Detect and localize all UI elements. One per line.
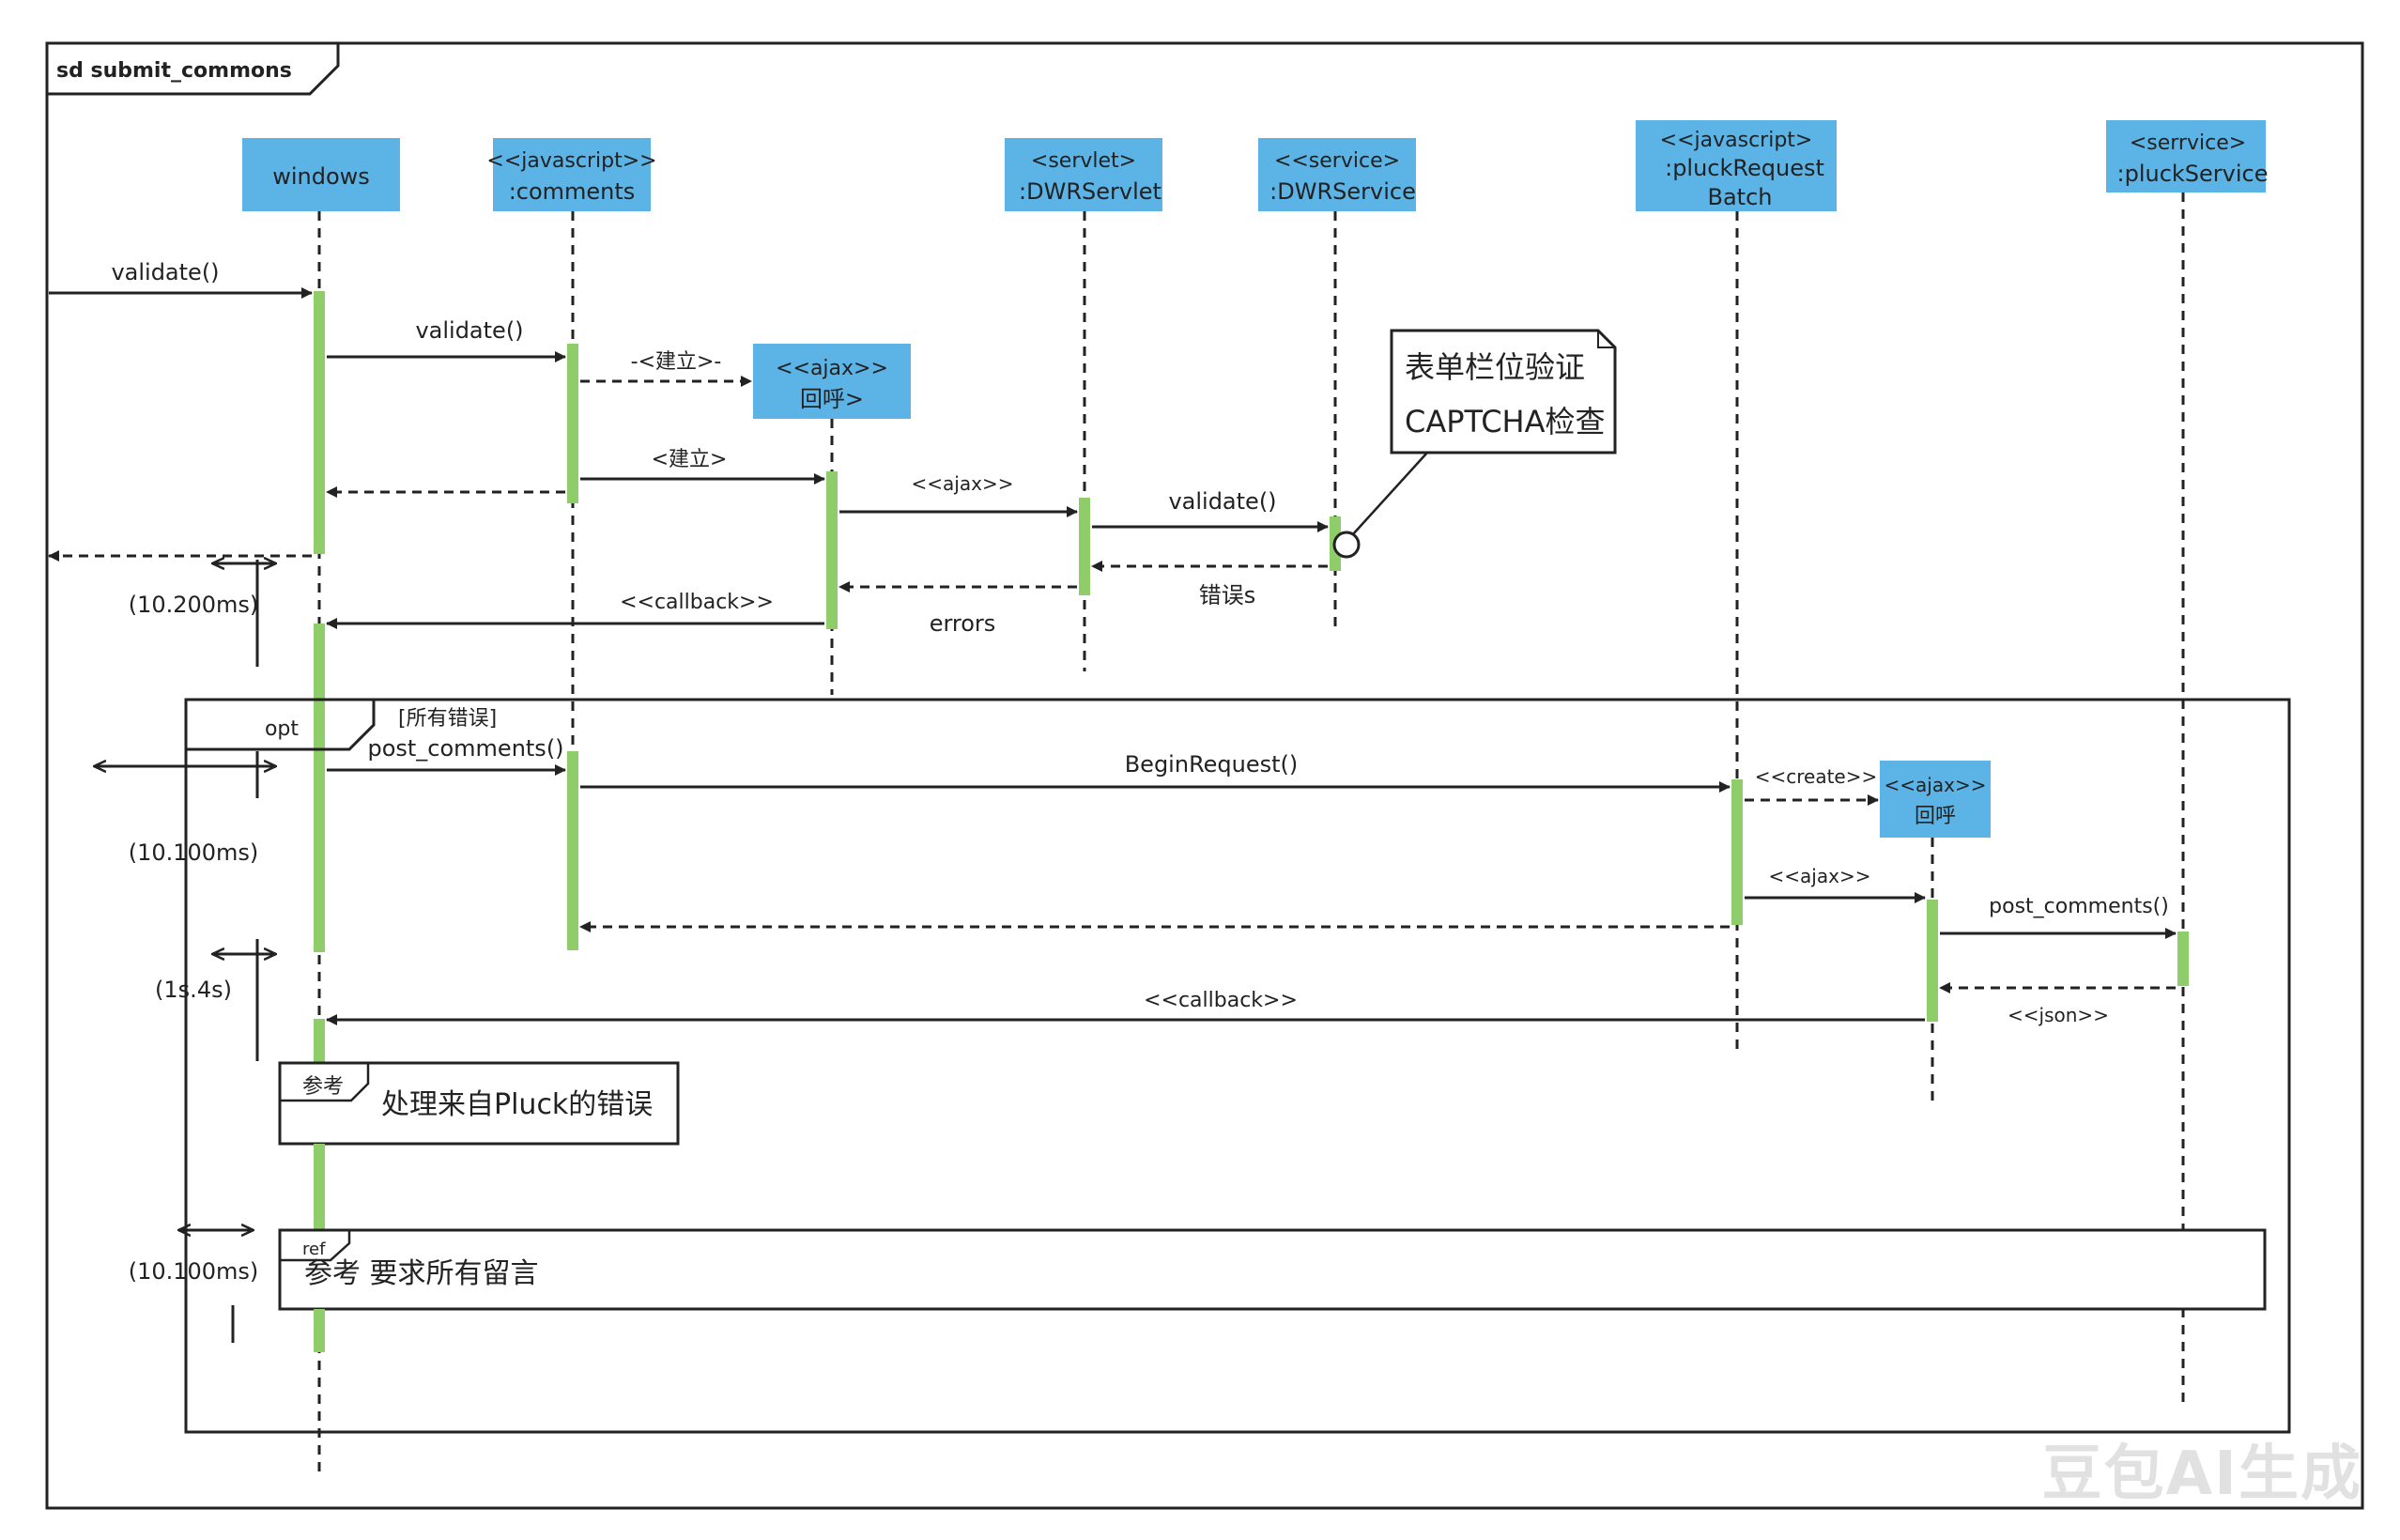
note-anchor-circle xyxy=(1332,531,1361,559)
svg-text:<<ajax>>: <<ajax>> xyxy=(776,357,888,380)
message-label-m8: 错误s xyxy=(1199,582,1256,608)
timing-label-2: (10.100ms) xyxy=(129,839,259,866)
svg-text:<servlet>: <servlet> xyxy=(1031,149,1136,173)
message-label-m2: validate() xyxy=(415,317,523,344)
activation-pluckbatch xyxy=(1731,779,1743,925)
message-label-m15: <<ajax>> xyxy=(1769,865,1871,887)
lifeline-box-pluckservice: <serrvice> :pluckService xyxy=(2106,120,2269,192)
note: 表单栏位验证 CAPTCHA检查 xyxy=(1332,329,1617,559)
message-label-m1: validate() xyxy=(111,259,219,285)
svg-text::pluckService: :pluckService xyxy=(2117,161,2269,187)
activation-ajax2 xyxy=(1927,900,1938,1022)
message-label-m12: post_comments() xyxy=(367,735,563,762)
lifeline-box-comments: <<javascript>> :comments xyxy=(486,138,657,211)
svg-text:回呼>: 回呼> xyxy=(800,386,864,412)
svg-text:回呼: 回呼 xyxy=(1915,805,1956,828)
lifeline-box-pluckbatch: <<javascript> :pluckRequest Batch xyxy=(1636,120,1837,211)
activation-windows-over-ref1 xyxy=(314,1144,325,1219)
timing-constraints xyxy=(94,560,276,1343)
opt-operator: opt xyxy=(265,717,299,741)
message-label-m10: <<callback>> xyxy=(620,591,774,614)
timing-label-3: (1s.4s) xyxy=(155,977,232,1003)
lifeline-box-ajax2: <<ajax>> 回呼 xyxy=(1880,761,1991,838)
message-label-m7: validate() xyxy=(1168,488,1276,515)
message-label-m17: <<json>> xyxy=(2008,1004,2109,1026)
message-label-m13: BeginRequest() xyxy=(1125,751,1299,778)
svg-text:<<javascript>: <<javascript> xyxy=(1660,129,1813,152)
activation-comments-2 xyxy=(567,751,578,950)
lifeline-box-ajax1: <<ajax>> 回呼> xyxy=(753,344,911,419)
activation-ajax1 xyxy=(826,471,838,629)
timing-label-4: (10.100ms) xyxy=(129,1258,259,1285)
timing-label-1: (10.200ms) xyxy=(129,592,259,618)
frame-label: sd submit_commons xyxy=(56,59,292,83)
svg-text:<<javascript>>: <<javascript>> xyxy=(486,149,656,173)
ref-2-tag: ref xyxy=(302,1240,326,1259)
activation-windows-2 xyxy=(314,624,325,952)
activation-pluckservice xyxy=(2177,932,2189,986)
activation-windows-over-ref2 xyxy=(314,1309,325,1352)
message-labels: validate() validate() -<建立>- <建立> <<ajax… xyxy=(111,259,2168,1026)
ref-fragment-1: 参考 处理来自Pluck的错误 xyxy=(278,1061,680,1146)
opt-guard: [所有错误] xyxy=(398,707,497,731)
svg-text::comments: :comments xyxy=(509,178,636,205)
svg-text::pluckRequest: :pluckRequest xyxy=(1665,155,1824,181)
message-label-m14: <<create>> xyxy=(1755,765,1878,788)
lifeline-boxes: windows <<javascript>> :comments <<ajax>… xyxy=(242,120,2269,838)
svg-text:<<ajax>>: <<ajax>> xyxy=(1885,774,1987,796)
note-line-2: CAPTCHA检查 xyxy=(1405,404,1606,439)
svg-text::DWRServlet: :DWRServlet xyxy=(1019,178,1162,205)
opt-label-box xyxy=(186,700,376,751)
lifeline-box-dwrservice: <<service> :DWRService xyxy=(1258,138,1416,211)
message-label-m16: post_comments() xyxy=(1989,895,2169,918)
activation-windows-1 xyxy=(314,291,325,554)
svg-text:Batch: Batch xyxy=(1708,184,1773,210)
ref-fragment-2: ref 参考 要求所有留言 xyxy=(278,1228,2267,1311)
timing-labels: (10.200ms) (10.100ms) (1s.4s) (10.100ms) xyxy=(129,592,259,1285)
svg-text:windows: windows xyxy=(272,163,370,190)
note-line-1: 表单栏位验证 xyxy=(1405,349,1585,385)
message-label-m3: -<建立>- xyxy=(631,350,722,374)
ref-1-text: 处理来自Pluck的错误 xyxy=(381,1088,653,1121)
messages xyxy=(48,287,2177,1025)
ref-2-text: 参考 要求所有留言 xyxy=(304,1257,539,1290)
message-label-m9: errors xyxy=(930,610,996,637)
diagram-frame xyxy=(45,41,2364,1510)
svg-text::DWRService: :DWRService xyxy=(1269,178,1416,205)
svg-text:<serrvice>: <serrvice> xyxy=(2130,131,2246,155)
message-label-m4: <建立> xyxy=(652,448,728,471)
frame-label-box xyxy=(47,43,340,96)
activation-comments-1 xyxy=(567,344,578,503)
activation-dwrservlet xyxy=(1079,498,1090,595)
lifeline-box-dwrservlet: <servlet> :DWRServlet xyxy=(1005,138,1162,211)
ref-1-tag: 参考 xyxy=(302,1075,344,1099)
message-label-m6: <<ajax>> xyxy=(912,472,1014,495)
lifeline-box-windows: windows xyxy=(242,138,400,211)
watermark: 豆包AI生成 xyxy=(2041,1440,2362,1509)
message-label-m19: <<callback>> xyxy=(1144,989,1298,1012)
svg-text:<<service>: <<service> xyxy=(1274,149,1400,173)
